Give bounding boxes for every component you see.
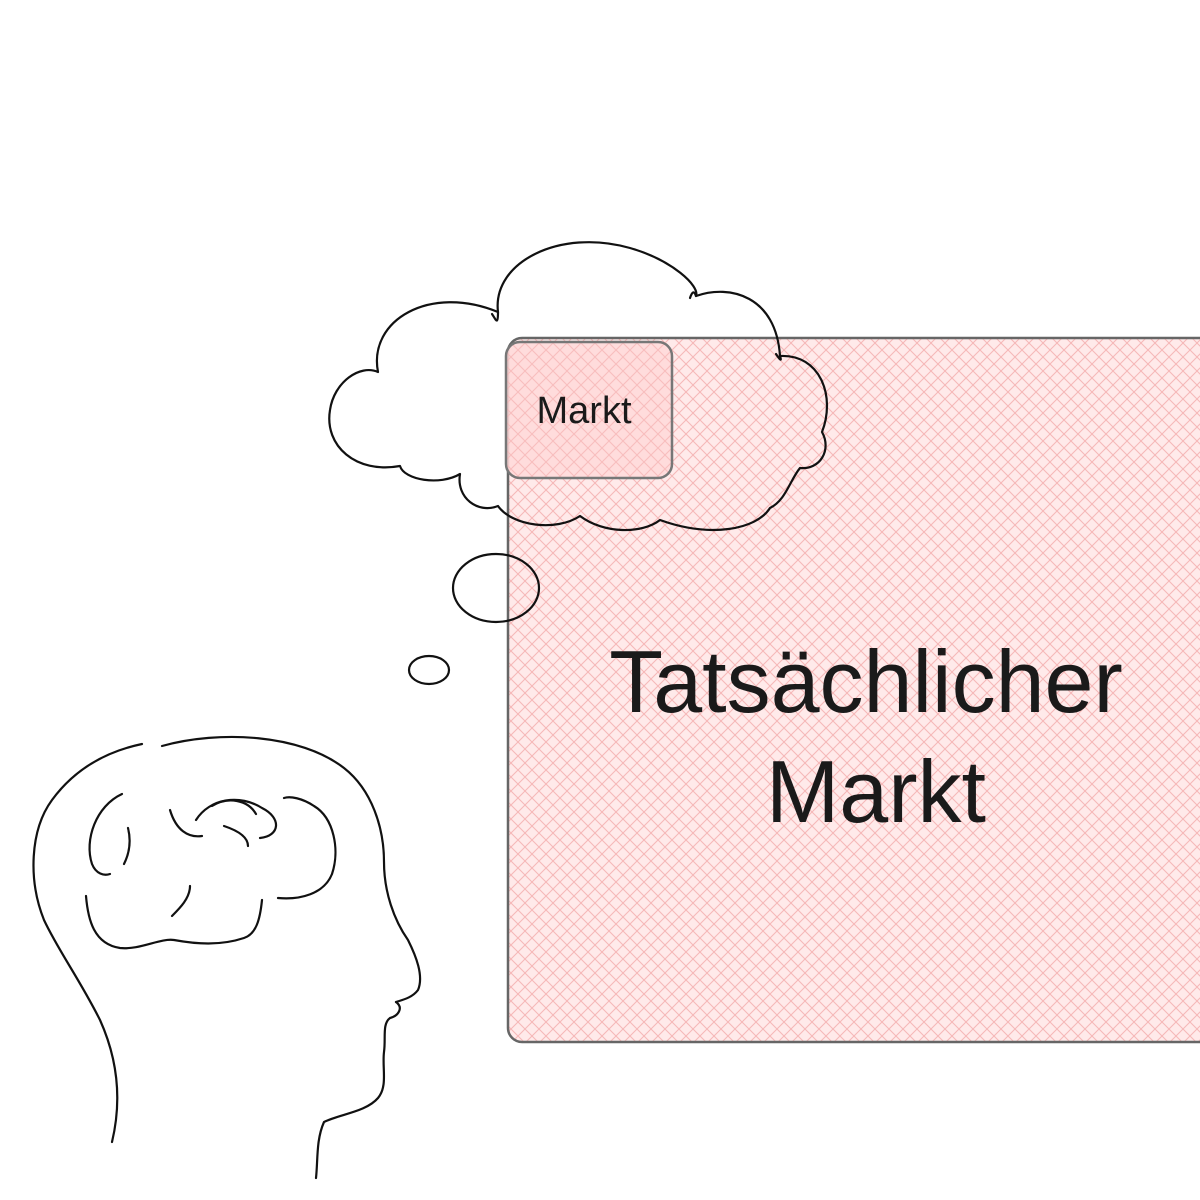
actual-market-label-line1: Tatsächlicher	[609, 632, 1123, 731]
head-with-brain-icon	[32, 735, 422, 1180]
actual-market-label-line2: Markt	[766, 742, 986, 841]
perceived-market-label: Markt	[537, 390, 632, 432]
perceived-market-box: Markt	[504, 340, 674, 480]
thought-cloud-icon	[328, 241, 829, 686]
actual-market-box: Tatsächlicher Markt	[506, 336, 1200, 1044]
